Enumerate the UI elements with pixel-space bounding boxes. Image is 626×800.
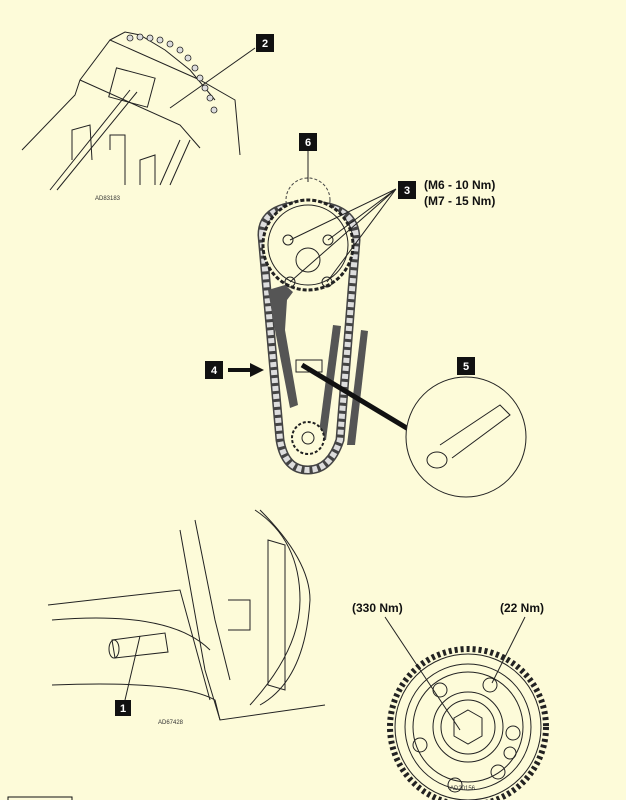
ref-code-right: AD20156 — [450, 786, 476, 792]
callout-3-box — [398, 181, 416, 199]
callout-2-leader — [169, 47, 256, 109]
ref-code-top: AD83183 — [95, 196, 121, 202]
camshaft-sprocket — [261, 198, 355, 292]
crank-bolt-hex — [453, 709, 483, 745]
crankshaft-sprocket-detail — [387, 646, 549, 800]
torque-crank-bolt: (330 Nm) — [352, 601, 403, 615]
callout-6-box — [299, 133, 317, 151]
callout-4-box — [205, 361, 223, 379]
crankshaft-lock-illustration: AD67428 — [47, 509, 326, 726]
chain-links-top — [126, 33, 218, 114]
crankshaft-sprocket — [291, 421, 325, 455]
callout-4-label: 4 — [211, 365, 218, 377]
camshaft-detail-illustration: AD83183 — [21, 31, 241, 202]
torque-sprocket-bolts: (22 Nm) — [500, 601, 544, 615]
arrow-icon — [250, 363, 264, 377]
callout-1-label: 1 — [120, 703, 126, 715]
pin-leader — [300, 362, 412, 433]
callout-3-label: 3 — [404, 185, 410, 197]
callout-2-label: 2 — [262, 38, 268, 50]
figure-id-box — [7, 796, 73, 800]
callout-5-label: 5 — [463, 361, 469, 373]
callout-6-label: 6 — [305, 137, 311, 149]
torque-m7: (M7 - 15 Nm) — [424, 194, 495, 208]
callout-5-box — [457, 357, 475, 375]
torque-m6: (M6 - 10 Nm) — [424, 178, 495, 192]
timing-mark-circle — [285, 177, 331, 223]
locking-pin — [426, 404, 511, 469]
ref-code-left: AD67428 — [158, 720, 184, 726]
callout-2-box — [256, 34, 274, 52]
callout-1-box — [115, 700, 131, 716]
